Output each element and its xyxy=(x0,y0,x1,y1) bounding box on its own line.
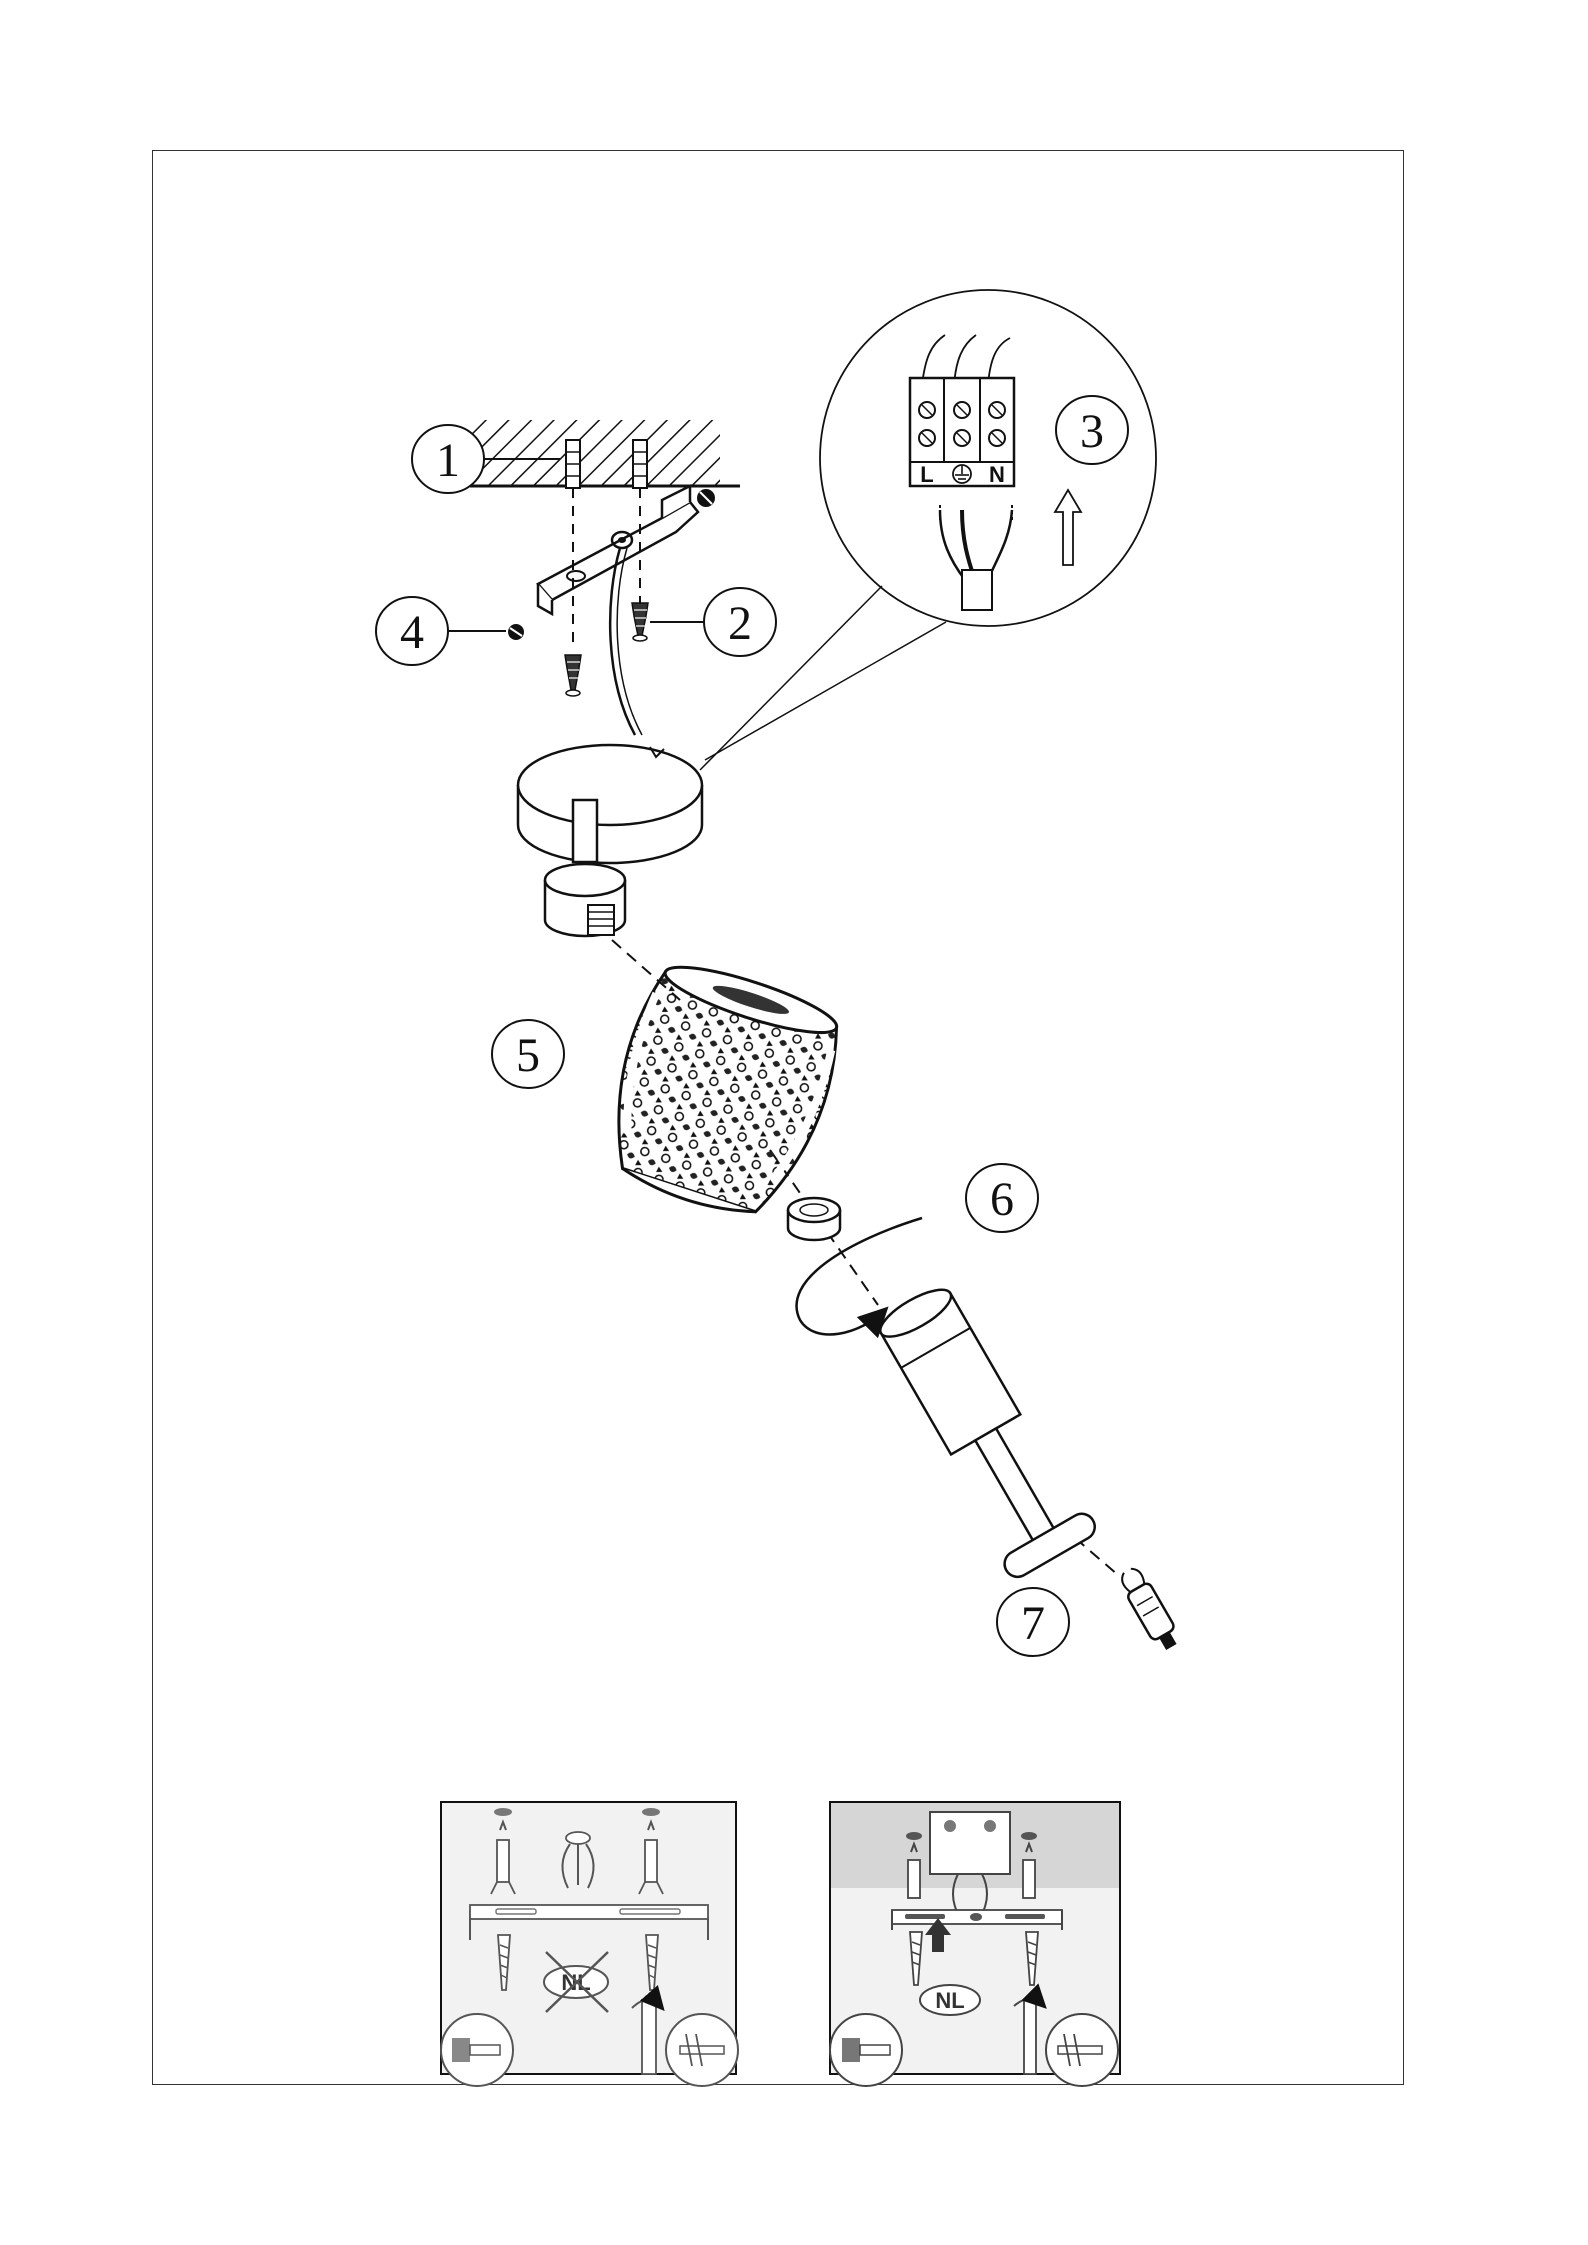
callout-6: 6 xyxy=(966,1164,1038,1232)
wall-plug xyxy=(566,440,580,488)
g9-bulb xyxy=(1116,1564,1183,1653)
bracket-screw-top xyxy=(697,489,715,507)
ceiling-canopy xyxy=(518,745,702,863)
detail-circle-screwdriver xyxy=(666,2014,738,2086)
glass-shade xyxy=(590,951,853,1230)
callout-number: 4 xyxy=(400,606,424,659)
ceiling xyxy=(470,420,740,486)
callout-5: 5 xyxy=(492,1020,564,1088)
callout-number: 1 xyxy=(436,434,460,487)
terminal-label-live: L xyxy=(920,462,933,487)
callout-number: 6 xyxy=(990,1173,1014,1226)
detail-circle-plug xyxy=(441,2014,513,2086)
ring-nut xyxy=(788,1198,840,1240)
detail-circle-screwdriver xyxy=(1046,2014,1118,2086)
callout-4: 4 xyxy=(376,597,506,665)
callout-3: 3 xyxy=(1056,396,1128,464)
screw xyxy=(632,603,648,641)
callout-number: 5 xyxy=(516,1029,540,1082)
mounting-instruction-panel-left: NL xyxy=(441,1802,738,2086)
detail-circle-plug xyxy=(830,2014,902,2086)
screw xyxy=(565,655,581,696)
threaded-collar xyxy=(545,864,625,936)
nl-label: NL xyxy=(935,1988,964,2013)
callout-2: 2 xyxy=(650,588,776,656)
nl-badge: NL xyxy=(920,1985,980,2015)
callout-number: 7 xyxy=(1021,1597,1045,1650)
callout-7: 7 xyxy=(997,1588,1069,1656)
wiring-detail: L N xyxy=(700,290,1156,770)
terminal-label-neutral: N xyxy=(989,462,1005,487)
wall-plug xyxy=(633,440,647,488)
callout-number: 3 xyxy=(1080,405,1104,458)
earth-ground-icon xyxy=(953,465,971,483)
callout-number: 2 xyxy=(728,597,752,650)
bracket-screw-side xyxy=(508,624,524,640)
mounting-instruction-panel-right: NL xyxy=(830,1802,1120,2086)
lamp-holder xyxy=(865,1276,1099,1581)
